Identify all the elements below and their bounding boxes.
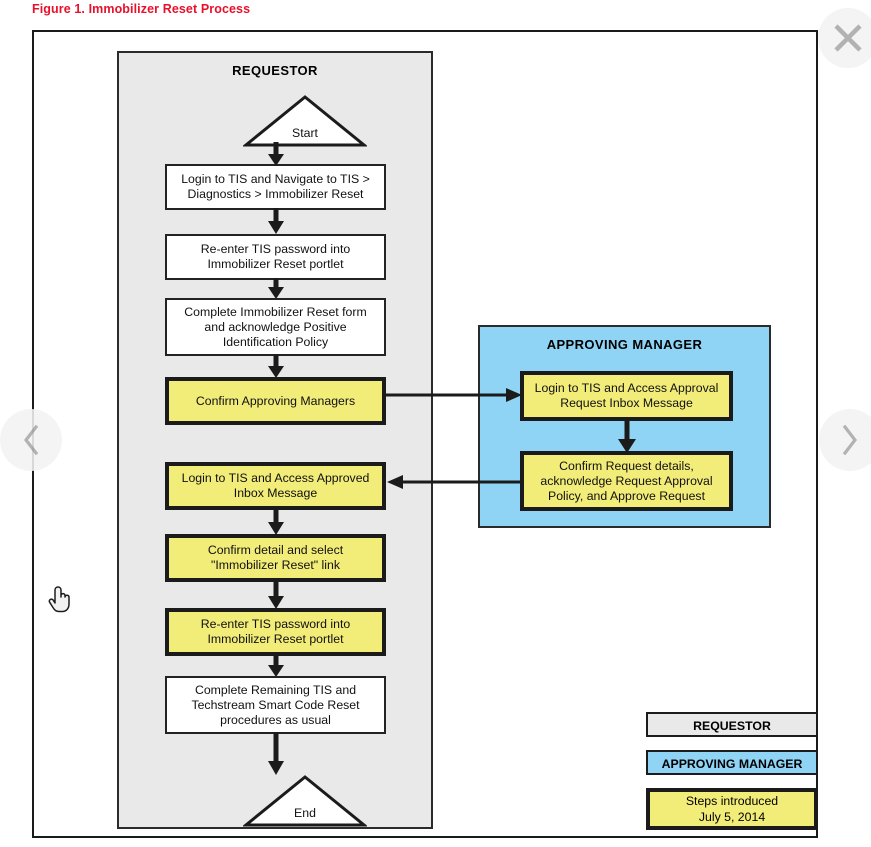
connector-confirm-managers-to-approval-request <box>384 387 526 403</box>
terminator-end: End <box>243 774 367 828</box>
step-complete-remaining[interactable]: Complete Remaining TIS and Techstream Sm… <box>165 676 386 734</box>
terminator-end-label: End <box>294 806 316 820</box>
swimlane-requestor-title: REQUESTOR <box>232 63 318 78</box>
connector-start-to-login <box>261 142 291 168</box>
terminator-start: Start <box>243 94 367 148</box>
step-confirm-managers[interactable]: Confirm Approving Managers <box>165 377 386 425</box>
step-complete-remaining-label: Complete Remaining TIS and Techstream Sm… <box>191 682 360 727</box>
chevron-left-icon <box>23 424 39 456</box>
step-reenter-password-1-label: Re-enter TIS password into Immobilizer R… <box>200 242 351 271</box>
next-image-button[interactable] <box>819 409 871 471</box>
step-access-approval-request-label: Login to TIS and Access Approval Request… <box>534 381 719 410</box>
step-login-navigate[interactable]: Login to TIS and Navigate to TIS > Diagn… <box>165 164 386 210</box>
legend: REQUESTOR APPROVING MANAGER Steps introd… <box>646 712 818 843</box>
connector-complete-remaining-to-end <box>261 732 291 777</box>
connector-confirm-detail-to-password2 <box>261 580 291 610</box>
step-confirm-detail-select-link[interactable]: Confirm detail and select "Immobilizer R… <box>165 534 386 582</box>
step-access-approved-inbox[interactable]: Login to TIS and Access Approved Inbox M… <box>165 462 386 510</box>
step-access-approved-inbox-label: Login to TIS and Access Approved Inbox M… <box>181 471 370 500</box>
step-login-navigate-label: Login to TIS and Navigate to TIS > Diagn… <box>181 172 370 201</box>
legend-steps-line2: July 5, 2014 <box>698 810 766 824</box>
step-reenter-password-2[interactable]: Re-enter TIS password into Immobilizer R… <box>165 608 386 656</box>
swimlane-approving-manager-title: APPROVING MANAGER <box>546 337 703 352</box>
step-reenter-password-2-label: Re-enter TIS password into Immobilizer R… <box>200 617 351 646</box>
close-icon <box>834 24 862 52</box>
diagram-frame: REQUESTOR APPROVING MANAGER Start Login … <box>32 30 818 838</box>
step-complete-form[interactable]: Complete Immobilizer Reset form and ackn… <box>165 298 386 356</box>
step-confirm-approve-request[interactable]: Confirm Request details, acknowledge Req… <box>520 451 733 511</box>
terminator-start-label: Start <box>292 126 318 140</box>
legend-item-steps-introduced: Steps introduced July 5, 2014 <box>646 788 818 830</box>
connector-confirm-approve-to-approved-inbox <box>385 474 525 490</box>
prev-image-button[interactable] <box>0 409 62 471</box>
step-reenter-password-1[interactable]: Re-enter TIS password into Immobilizer R… <box>165 234 386 280</box>
step-confirm-detail-select-link-label: Confirm detail and select "Immobilizer R… <box>207 543 344 572</box>
connector-password2-to-complete-remaining <box>261 654 291 678</box>
legend-item-approving-manager: APPROVING MANAGER <box>646 750 818 775</box>
connector-form-to-confirm-managers <box>261 354 291 379</box>
close-button[interactable] <box>818 8 871 68</box>
legend-item-requestor: REQUESTOR <box>646 712 818 737</box>
connector-login-to-password1 <box>261 208 291 236</box>
chevron-right-icon <box>842 424 858 456</box>
step-confirm-managers-label: Confirm Approving Managers <box>195 393 356 408</box>
connector-approval-request-to-confirm-approve <box>612 419 642 455</box>
step-access-approval-request[interactable]: Login to TIS and Access Approval Request… <box>520 371 733 421</box>
step-confirm-approve-request-label: Confirm Request details, acknowledge Req… <box>540 458 713 503</box>
pointing-hand-cursor <box>48 586 70 613</box>
connector-approved-inbox-to-confirm-detail <box>261 508 291 536</box>
figure-caption: Figure 1. Immobilizer Reset Process <box>32 2 251 16</box>
step-complete-form-label: Complete Immobilizer Reset form and ackn… <box>184 304 367 349</box>
connector-password1-to-form <box>261 278 291 300</box>
legend-steps-line1: Steps introduced <box>685 794 779 808</box>
